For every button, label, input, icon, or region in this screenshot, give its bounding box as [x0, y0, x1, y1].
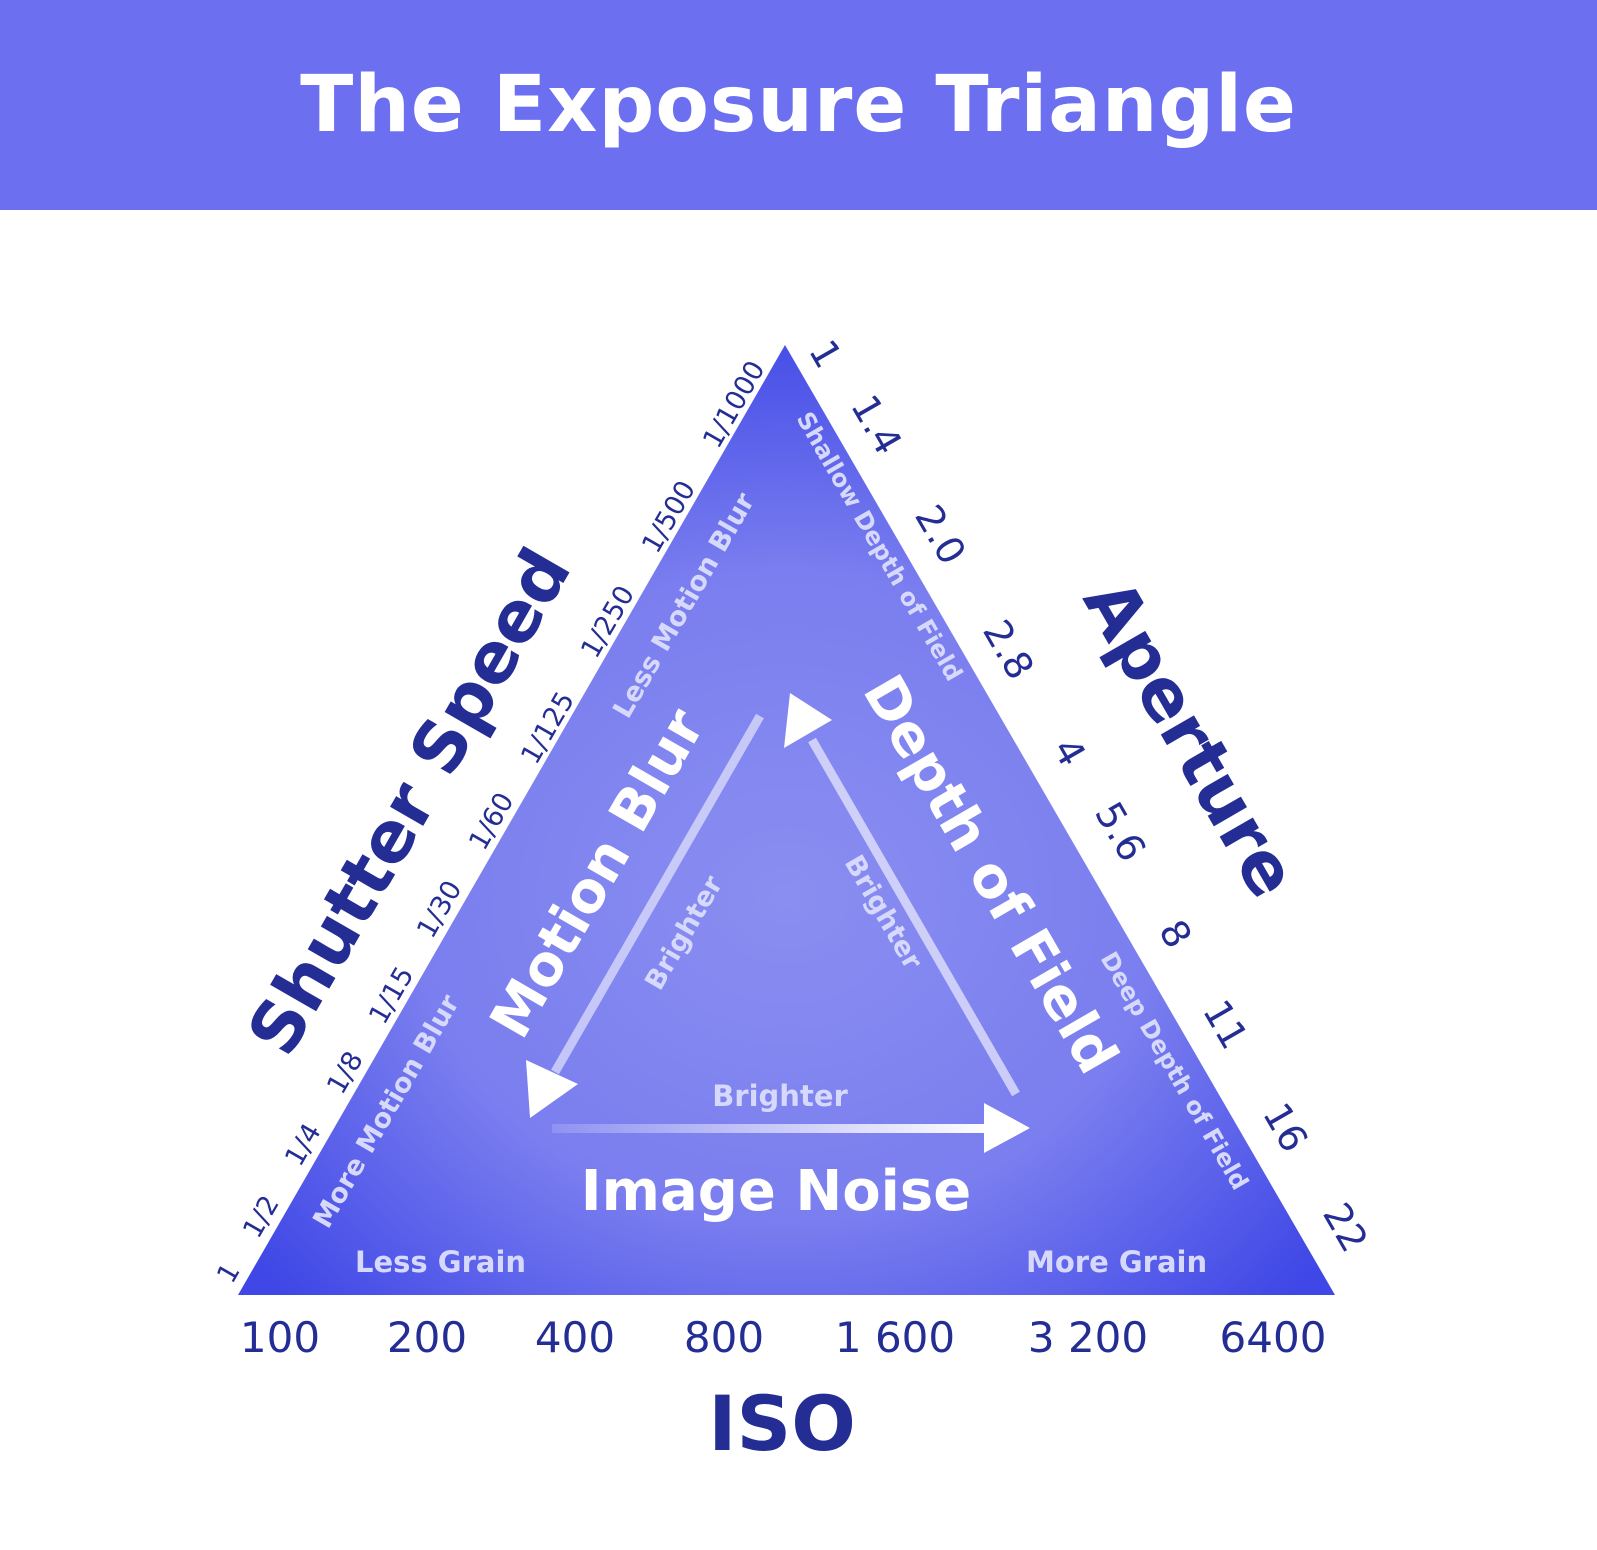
iso-scale: 100 200 400 800 1 600 3 200 6400 ISO: [240, 1313, 1327, 1468]
brighter-bottom-label: Brighter: [712, 1079, 848, 1113]
aperture-value: 2.8: [974, 613, 1042, 687]
iso-value: 3 200: [1028, 1313, 1148, 1362]
aperture-label: Aperture: [1067, 566, 1314, 911]
aperture-value: 16: [1254, 1096, 1316, 1160]
arrow-bottom: Brighter: [552, 1079, 1030, 1153]
iso-value: 800: [684, 1313, 764, 1362]
iso-value: 1 600: [835, 1313, 955, 1362]
aperture-value: 5.6: [1086, 795, 1154, 869]
aperture-value: 11: [1194, 993, 1256, 1057]
triangle-shape: [238, 345, 1335, 1295]
iso-value: 200: [387, 1313, 467, 1362]
arrow-left-shaft: [551, 713, 764, 1075]
aperture-value: 2.0: [906, 498, 974, 572]
arrow-bottom-shaft: [552, 1124, 992, 1133]
page-title: The Exposure Triangle: [300, 60, 1297, 150]
iso-label: ISO: [708, 1379, 856, 1468]
image-noise-label: Image Noise: [581, 1159, 971, 1224]
shutter-value: 1: [211, 1258, 246, 1288]
arrow-right-icon: [984, 1103, 1030, 1153]
aperture-value: 1: [800, 333, 850, 376]
aperture-value: 4: [1044, 731, 1094, 774]
iso-value: 400: [535, 1313, 615, 1362]
title-banner: The Exposure Triangle: [0, 0, 1597, 210]
less-grain-hint: Less Grain: [355, 1245, 526, 1279]
aperture-value: 8: [1150, 913, 1200, 956]
arrow-right-shaft: [808, 737, 1020, 1097]
arrow-up-left-icon: [784, 693, 832, 748]
iso-value: 6400: [1220, 1313, 1327, 1362]
aperture-value: 1.4: [842, 388, 910, 462]
iso-value: 100: [240, 1313, 320, 1362]
arrow-down-left-icon: [526, 1060, 578, 1118]
more-grain-hint: More Grain: [1026, 1245, 1207, 1279]
aperture-value: 22: [1314, 1196, 1376, 1260]
